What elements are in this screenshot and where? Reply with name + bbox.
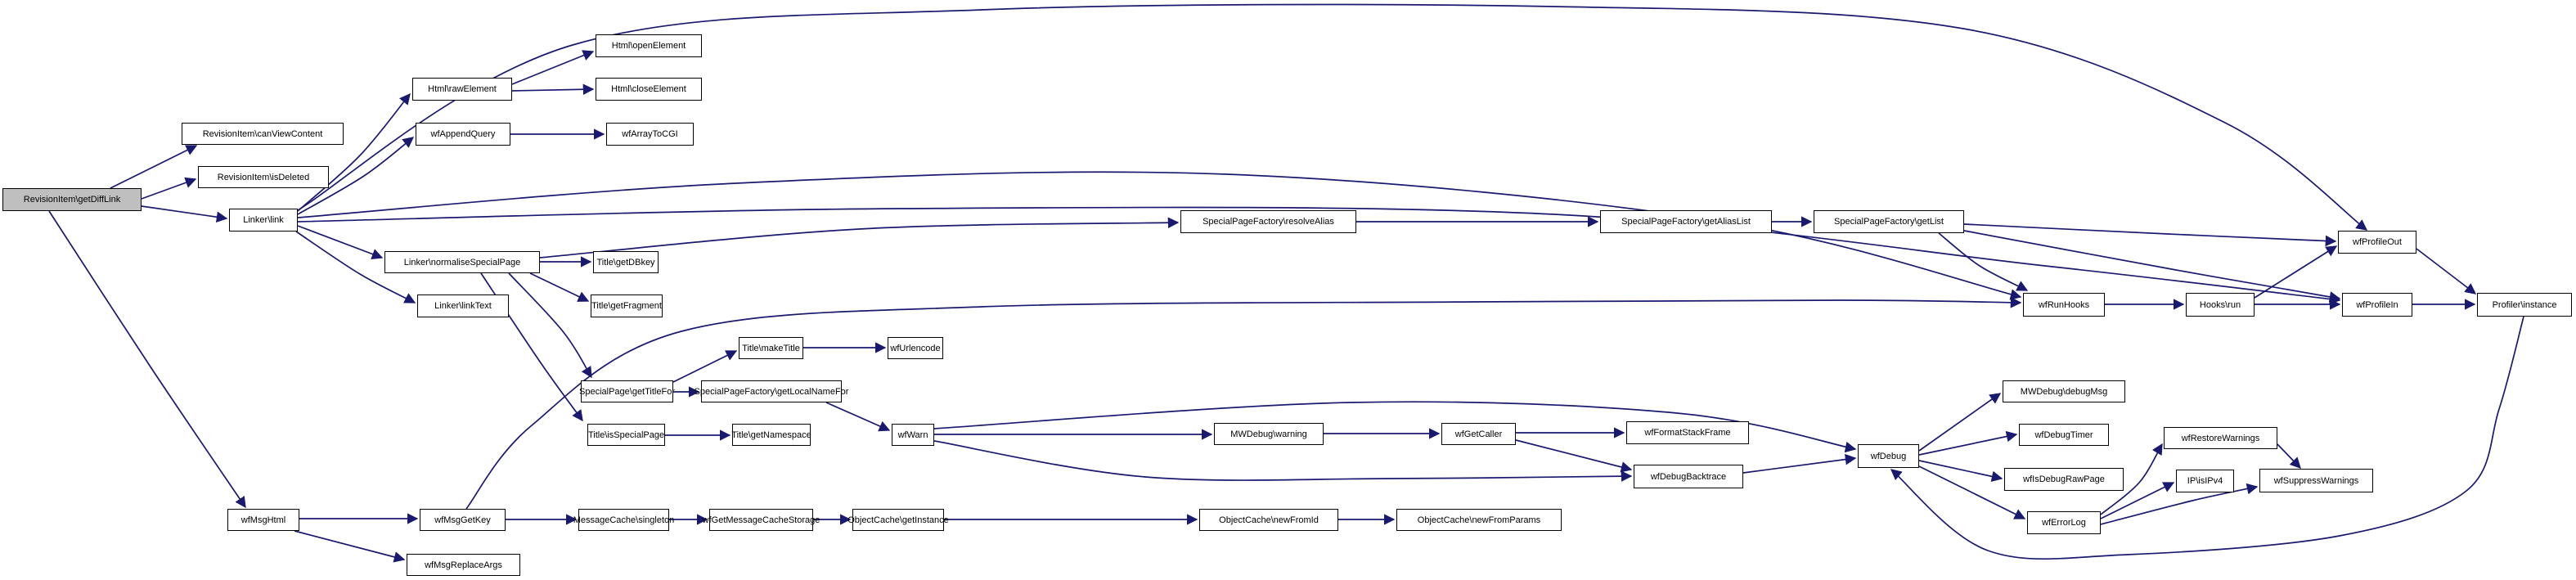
- node-getDBkey[interactable]: Title\getDBkey: [593, 251, 659, 273]
- node-ocGetInstance[interactable]: ObjectCache\getInstance: [847, 509, 949, 531]
- edge-getDiffLink-link: [141, 205, 228, 223]
- node-getLocalNameFor[interactable]: SpecialPageFactory\getLocalNameFor: [695, 380, 848, 402]
- node-rawElement[interactable]: Html\rawElement: [412, 78, 512, 101]
- edge-errorLog-isIPv4: [2100, 482, 2175, 519]
- node-getDiffLink[interactable]: RevisionItem\getDiffLink: [2, 188, 142, 211]
- edge-hooksRun-profileOut: [2254, 245, 2338, 299]
- edge-normalise-resolveAlias: [539, 217, 1180, 259]
- node-getCaller[interactable]: wfGetCaller: [1441, 423, 1516, 445]
- edge-link-linkText: [295, 231, 416, 303]
- edge-link-runHooks: [297, 171, 2022, 300]
- node-resolveAlias[interactable]: SpecialPageFactory\resolveAlias: [1180, 210, 1356, 233]
- node-getAliasList[interactable]: SpecialPageFactory\getAliasList: [1600, 210, 1772, 233]
- edge-getLocalNameFor-wfWarn: [825, 402, 891, 432]
- edge-profileOut-profilerInstance: [2416, 248, 2477, 294]
- node-normalise[interactable]: Linker\normaliseSpecialPage: [384, 251, 540, 273]
- edge-profilerInstance-wfDebug: [1890, 316, 2524, 560]
- edge-getTitleFor-makeTitle: [672, 350, 738, 383]
- edge-link-normalise: [297, 225, 384, 260]
- node-urlencode[interactable]: wfUrlencode: [888, 337, 943, 359]
- node-formatStackFrame[interactable]: wfFormatStackFrame: [1626, 421, 1749, 444]
- edge-link-rawElement: [297, 92, 411, 212]
- node-getNamespace[interactable]: Title\getNamespace: [731, 424, 811, 446]
- edge-wfDebug-debugMsg: [1918, 393, 2002, 452]
- edge-link-appendQuery: [297, 137, 415, 215]
- edge-getList-profileIn: [1963, 230, 2341, 303]
- node-newFromParams[interactable]: ObjectCache\newFromParams: [1396, 509, 1562, 531]
- node-getFragment[interactable]: Title\getFragment: [591, 294, 663, 317]
- edge-normalise-getTitleFor: [508, 272, 592, 379]
- node-isIPv4[interactable]: IP\isIPv4: [2176, 470, 2234, 492]
- edge-wfDebug-debugTimer: [1918, 430, 2018, 456]
- edge-link-profileIn: [297, 206, 2341, 305]
- edge-getDiffLink-msgHtml: [48, 210, 246, 509]
- edge-getDiffLink-isDeleted: [141, 177, 197, 200]
- node-isDeleted[interactable]: RevisionItem\isDeleted: [198, 166, 329, 188]
- node-suppressWarnings[interactable]: wfSuppressWarnings: [2259, 469, 2373, 492]
- node-mcSingleton[interactable]: MessageCache\singleton: [573, 509, 674, 531]
- node-getTitleFor[interactable]: SpecialPage\getTitleFor: [579, 380, 675, 402]
- node-wfWarn[interactable]: wfWarn: [892, 424, 934, 446]
- node-canViewContent[interactable]: RevisionItem\canViewContent: [182, 123, 344, 145]
- node-msgReplaceArgs[interactable]: wfMsgReplaceArgs: [407, 554, 520, 576]
- node-appendQuery[interactable]: wfAppendQuery: [416, 123, 510, 146]
- node-openElement[interactable]: Html\openElement: [596, 34, 702, 57]
- node-runHooks[interactable]: wfRunHooks: [2023, 293, 2105, 317]
- node-newFromId[interactable]: ObjectCache\newFromId: [1199, 509, 1338, 531]
- edge-getList-runHooks: [1938, 232, 2029, 291]
- node-profileOut[interactable]: wfProfileOut: [2338, 231, 2416, 254]
- node-debugMsg[interactable]: MWDebug\debugMsg: [2003, 380, 2125, 402]
- edge-errorLog-restoreWarnings: [2100, 443, 2163, 515]
- node-errorLog[interactable]: wfErrorLog: [2027, 511, 2101, 534]
- node-profilerInstance[interactable]: Profiler\instance: [2477, 293, 2572, 317]
- edge-errorLog-suppressWarnings: [2100, 483, 2259, 525]
- edge-rawElement-closeElement: [511, 83, 595, 96]
- node-hooksRun[interactable]: Hooks\run: [2186, 293, 2255, 317]
- edge-wfDebug-errorLog: [1918, 465, 2026, 519]
- node-restoreWarnings[interactable]: wfRestoreWarnings: [2164, 427, 2277, 449]
- edge-msgHtml-msgReplaceArgs: [294, 530, 406, 563]
- edge-getDiffLink-canViewContent: [110, 145, 198, 189]
- node-isDebugRawPage[interactable]: wfIsDebugRawPage: [2004, 468, 2124, 491]
- node-isSpecialPage[interactable]: Title\isSpecialPage: [587, 424, 665, 446]
- node-msgHtml[interactable]: wfMsgHtml: [227, 509, 299, 531]
- edge-wfDebug-isDebugRawPage: [1918, 460, 2003, 483]
- edge-rawElement-openElement: [511, 50, 595, 85]
- edge-wfWarn-debugBacktrace: [933, 440, 1633, 482]
- node-linkText[interactable]: Linker\linkText: [417, 294, 509, 317]
- edge-link-profileOut: [297, 3, 2368, 231]
- node-link[interactable]: Linker\link: [229, 209, 298, 232]
- node-closeElement[interactable]: Html\closeElement: [596, 78, 702, 101]
- node-getList[interactable]: SpecialPageFactory\getList: [1814, 210, 1964, 233]
- edge-debugBacktrace-wfDebug: [1742, 453, 1857, 474]
- edge-normalise-getFragment: [529, 272, 590, 302]
- node-getMsgCacheStorage[interactable]: wfGetMessageCacheStorage: [703, 509, 820, 531]
- edge-restoreWarnings-suppressWarnings: [2277, 443, 2301, 469]
- edge-wfWarn-wfDebug: [933, 401, 1857, 453]
- edge-getCaller-debugBacktrace: [1515, 439, 1633, 473]
- node-profileIn[interactable]: wfProfileIn: [2342, 293, 2412, 317]
- edge-getList-profileOut: [1963, 223, 2337, 247]
- node-debugBacktrace[interactable]: wfDebugBacktrace: [1634, 465, 1743, 488]
- node-wfDebug[interactable]: wfDebug: [1858, 444, 1919, 468]
- edge-msgGetKey-runHooks: [465, 297, 2022, 510]
- node-debugTimer[interactable]: wfDebugTimer: [2019, 424, 2109, 446]
- node-makeTitle[interactable]: Title\makeTitle: [739, 337, 803, 359]
- edge-normalise-isSpecialPage: [480, 272, 583, 422]
- node-mwWarning[interactable]: MWDebug\warning: [1214, 423, 1324, 445]
- node-arrayToCGI[interactable]: wfArrayToCGI: [606, 123, 694, 146]
- node-msgGetKey[interactable]: wfMsgGetKey: [420, 509, 506, 531]
